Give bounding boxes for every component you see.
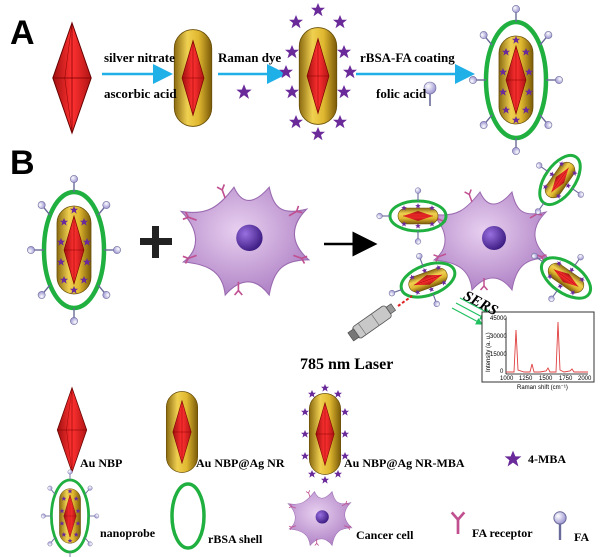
legend-nanoprobe-label: nanoprobe <box>100 526 156 540</box>
legend-4mba-label: 4-MBA <box>528 452 566 466</box>
panel-label-b: B <box>10 144 35 182</box>
plus-sign <box>140 226 172 258</box>
legend-au-nbp-ag-mba-label: Au NBP@Ag NR-MBA <box>344 456 465 470</box>
spectrum-ytick: 45000 <box>490 316 507 322</box>
legend-rbsa-shell-icon <box>170 482 206 550</box>
spectrum-xtick: 1250 <box>519 376 533 382</box>
legend-au-nbp-ag-mba-icon <box>301 384 349 484</box>
spectrum-ytick: 0 <box>500 369 504 375</box>
legend-fa-label: FA <box>574 530 590 544</box>
raman-dye-star-icon <box>236 84 252 99</box>
step2-top-label: Raman dye <box>218 50 282 65</box>
au-nbp-ag-nr-mba-particle <box>279 3 357 141</box>
step3-top-label: rBSA-FA coating <box>360 50 455 65</box>
cancer-cell-free <box>181 184 309 295</box>
fa-lollipop-icon <box>423 81 437 106</box>
step1-top-label: silver nitrate <box>104 50 175 65</box>
legend-4mba-star-icon <box>504 450 522 467</box>
spectrum-xtick: 2000 <box>578 376 592 382</box>
legend-cancer-cell-icon <box>288 490 352 545</box>
laser-label: 785 nm Laser <box>300 356 394 373</box>
legend-au-nbp-ag-label: Au NBP@Ag NR <box>196 456 285 470</box>
au-nbp-particle <box>52 22 92 134</box>
legend-rbsa-label: rBSA shell <box>208 532 263 546</box>
legend-au-nbp-ag-icon <box>165 391 199 473</box>
laser-device-icon <box>347 303 397 342</box>
nanoprobe-particle-b <box>27 175 120 324</box>
legend-fa-receptor-label: FA receptor <box>472 526 533 540</box>
spectrum-xtick: 1500 <box>539 376 553 382</box>
laser-beam <box>397 295 413 307</box>
spectrum-xlabel: Raman shift (cm⁻¹) <box>517 385 568 391</box>
spectrum-xtick: 1750 <box>559 376 573 382</box>
raman-spectrum-inset <box>481 311 595 383</box>
nanoprobe-particle-a <box>469 5 562 154</box>
legend-cancer-cell-label: Cancer cell <box>356 528 414 542</box>
panel-label-a: A <box>10 14 35 52</box>
spectrum-ytick: 30000 <box>490 334 507 340</box>
spectrum-xtick: 1000 <box>500 376 514 382</box>
sers-signal-lines <box>451 297 492 325</box>
spectrum-ytick: 15000 <box>490 352 507 358</box>
spectrum-line <box>506 321 588 373</box>
legend-fa-icon <box>552 510 568 542</box>
bound-probe-1 <box>377 188 446 245</box>
legend-au-nbp-label: Au NBP <box>80 456 123 470</box>
legend-fa-receptor-icon <box>450 511 466 536</box>
au-nbp-ag-nr-particle <box>173 29 213 127</box>
step3-bottom-label: folic acid <box>376 86 427 101</box>
legend-nanoprobe-icon <box>41 470 99 557</box>
step1-bottom-label: ascorbic acid <box>104 86 177 101</box>
cancer-cell-bound <box>432 190 548 290</box>
